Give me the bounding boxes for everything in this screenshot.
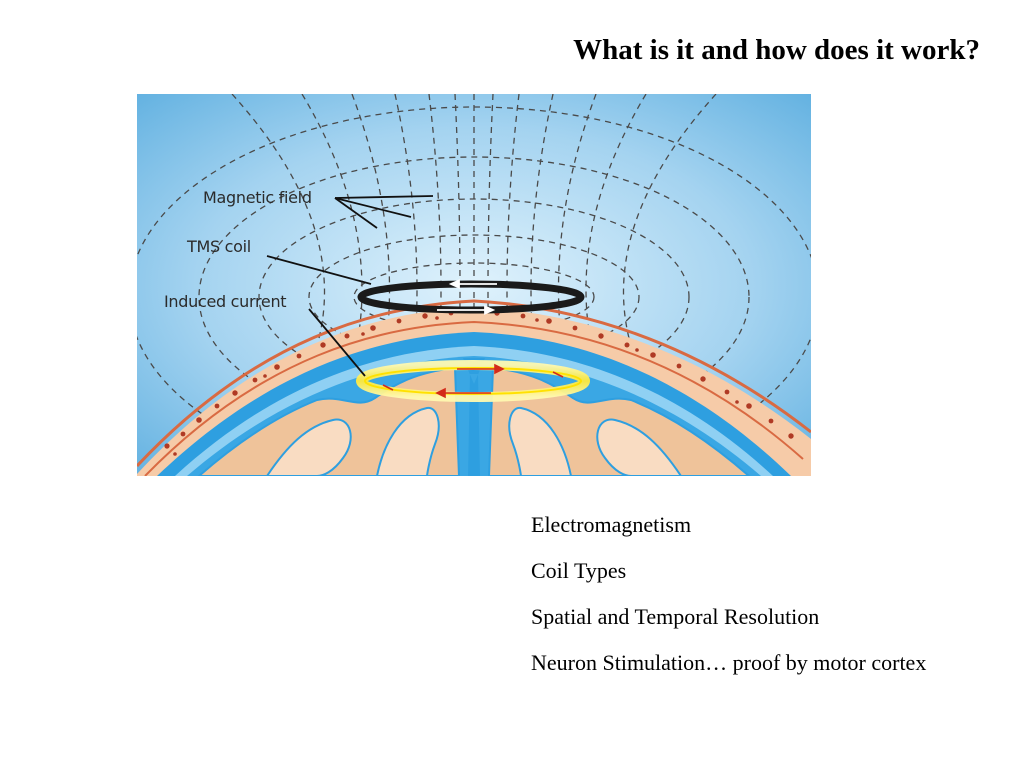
topic-item: Neuron Stimulation… proof by motor corte… <box>531 650 927 675</box>
induced-current-loop <box>364 367 582 395</box>
tms-diagram-svg: Magnetic field TMS coil Induced current <box>137 94 811 476</box>
coil-current-arrows <box>437 279 497 315</box>
longitudinal-fissure <box>463 358 485 476</box>
topic-item: Coil Types <box>531 558 627 583</box>
label-induced-current: Induced current <box>164 292 286 311</box>
topic-list: Electromagnetism Coil Types Spatial and … <box>531 510 931 694</box>
label-tms-coil: TMS coil <box>186 237 251 256</box>
slide-title: What is it and how does it work? <box>573 34 980 66</box>
topic-item: Electromagnetism <box>531 512 692 537</box>
induced-current-arrows <box>382 363 564 399</box>
tms-diagram: Magnetic field TMS coil Induced current <box>137 94 811 476</box>
label-magnetic-field: Magnetic field <box>203 188 312 207</box>
scalp-rim <box>137 299 811 468</box>
brain-sulci <box>265 406 683 476</box>
topic-item: Spatial and Temporal Resolution <box>531 604 820 629</box>
scalp-inner-rim <box>144 320 804 476</box>
induced-current-glow <box>356 360 590 402</box>
label-leader-lines <box>266 195 434 377</box>
